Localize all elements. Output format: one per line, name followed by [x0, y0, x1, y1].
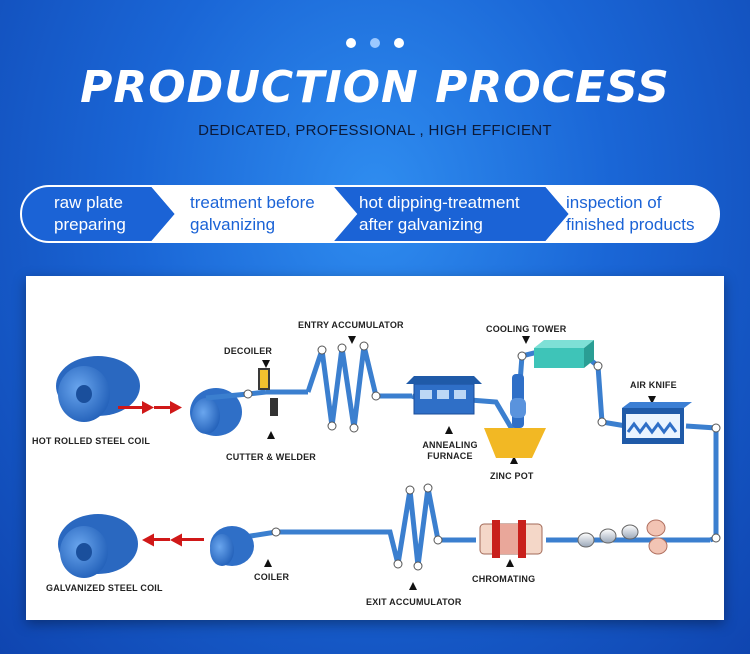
step-4-shape — [543, 185, 720, 243]
process-diagram: HOT ROLLED STEEL COIL DECOILER CUTTER & … — [26, 276, 724, 620]
dot-1 — [346, 38, 356, 48]
label-hot-rolled: HOT ROLLED STEEL COIL — [32, 436, 151, 446]
page-subtitle: DEDICATED, PROFESSIONAL , HIGH EFFICIENT — [198, 122, 552, 139]
label-cutter-welder: CUTTER & WELDER — [226, 452, 316, 462]
diagram-drawing — [56, 336, 721, 590]
annealing-furnace-icon — [406, 376, 482, 415]
label-decoiler: DECOILER — [224, 346, 273, 356]
decoiler-coil-icon — [190, 388, 242, 436]
page-title: PRODUCTION PROCESS — [80, 62, 670, 113]
cooling-tower-icon — [534, 340, 594, 368]
pinch-rolls-icon — [577, 519, 668, 555]
chromating-icon — [479, 520, 543, 558]
label-galvanized: GALVANIZED STEEL COIL — [46, 583, 163, 593]
label-chromating: CHROMATING — [472, 574, 536, 584]
strip-rollers — [243, 341, 721, 571]
dot-3 — [394, 38, 404, 48]
air-knife-icon — [622, 402, 692, 444]
galvanized-coil-icon — [58, 514, 138, 578]
cutter-welder-icon — [258, 368, 278, 416]
label-exit-accumulator: EXIT ACCUMULATOR — [366, 597, 462, 607]
label-air-knife: AIR KNIFE — [630, 380, 677, 390]
label-zinc-pot: ZINC POT — [490, 471, 534, 481]
hot-rolled-coil-icon — [56, 356, 140, 422]
label-entry-accumulator: ENTRY ACCUMULATOR — [298, 320, 404, 330]
output-arrows-icon — [142, 533, 204, 547]
steps-shapes — [20, 185, 720, 243]
input-arrows-icon — [118, 401, 182, 414]
label-cooling-tower: COOLING TOWER — [486, 324, 567, 334]
step-1-shape — [20, 185, 178, 243]
coiler-coil-icon — [210, 526, 254, 566]
dot-2 — [370, 38, 380, 48]
label-coiler: COILER — [254, 572, 290, 582]
zinc-pot-icon — [484, 374, 546, 458]
carousel-dots — [0, 38, 750, 48]
indicator-triangles — [262, 336, 656, 590]
